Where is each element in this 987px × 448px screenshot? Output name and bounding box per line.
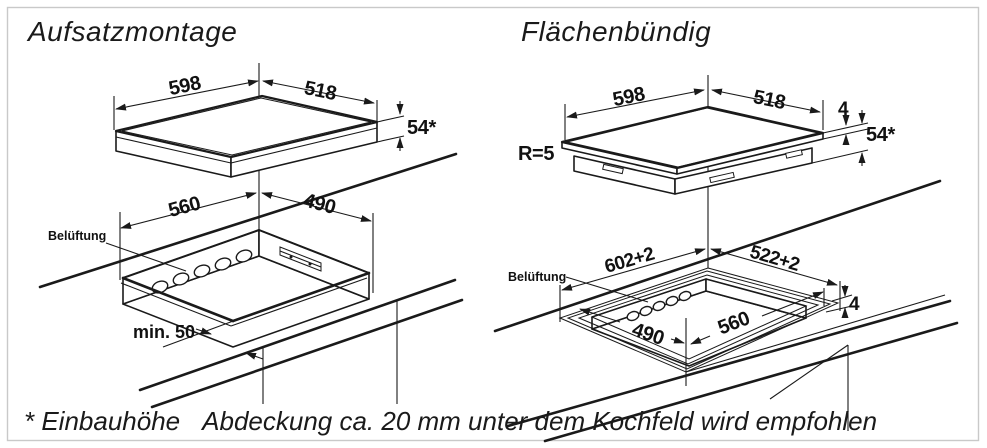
- inner-depth-dimline: [579, 308, 621, 323]
- vent-holes: [626, 290, 692, 322]
- page-border: [6, 6, 980, 442]
- footnote-text: Abdeckung ca. 20 mm unter dem Kochfeld w…: [202, 406, 878, 436]
- right-section-title: Flächenbündig: [521, 16, 712, 47]
- right-hob-height-label: 54*: [866, 124, 895, 146]
- left-hob-depth-label: 518: [302, 77, 338, 105]
- mounting-bracket-lip: [279, 250, 322, 268]
- left-hob-width-dimline: [115, 79, 259, 111]
- side-vent-slot: [785, 149, 803, 159]
- left-cutout-front-rim: [231, 271, 371, 323]
- left-hob-depth-dimline: [262, 79, 375, 105]
- right-hob-diagram: 598 518 R=5 4 54*: [518, 75, 896, 268]
- left-cutout-diagram: 560 490 Belüftung min. 50: [38, 152, 464, 409]
- extension-line: [831, 294, 853, 302]
- bracket-screw-hole: [289, 255, 293, 259]
- left-vent-label: Belüftung: [48, 229, 106, 243]
- right-cabinet-top-edge: [769, 344, 849, 400]
- left-hob-diagram: 598 518 54*: [113, 63, 437, 230]
- extension-line: [822, 122, 869, 134]
- left-hob-glass-edge: [230, 127, 378, 164]
- vent-hole: [214, 257, 232, 271]
- right-hob-width-dimline: [566, 88, 705, 119]
- right-hob-depth-label: 518: [751, 86, 787, 114]
- right-cutout-outer-depth-label: 522+2: [747, 242, 801, 276]
- left-hob-height-label: 54*: [407, 117, 436, 139]
- vent-hole: [626, 310, 640, 322]
- extension-line: [376, 115, 405, 123]
- left-cutout-back-rim: [258, 229, 370, 274]
- bracket-screw-hole: [308, 262, 312, 266]
- footnote-marker: * Einbauhöhe: [24, 406, 181, 436]
- glass-thickness-label: 4: [838, 99, 849, 120]
- vent-hole: [193, 264, 211, 278]
- right-cutout-diagram: 602+2 522+2 4 490 560 Belüftung: [493, 179, 959, 443]
- side-vent-slot: [602, 163, 624, 175]
- right-cutout-step-inner-rim: [577, 274, 820, 365]
- right-worktop-front-top-edge: [506, 299, 952, 428]
- right-vent-label: Belüftung: [508, 270, 566, 284]
- right-cutout-outer-width-label: 602+2: [602, 244, 656, 278]
- left-cutout-width-label: 560: [166, 192, 203, 222]
- right-hob-top-inner-line: [566, 107, 819, 168]
- left-worktop-front-bottom-edge: [150, 298, 464, 409]
- vent-holes: [151, 249, 253, 294]
- inner-width-dimline: [761, 291, 824, 317]
- min50-arrow: [195, 327, 212, 335]
- min50-extension-line: [162, 319, 237, 348]
- inner-width-dimline: [690, 335, 711, 345]
- right-vent-leader-line: [565, 276, 649, 303]
- right-hob-depth-dimline: [711, 88, 821, 114]
- left-cutout-chamfer: [120, 282, 232, 327]
- left-cutout-front-rim: [121, 276, 235, 323]
- left-cutout-back-rim: [122, 229, 260, 279]
- side-vent-slot: [709, 171, 735, 184]
- vent-hole: [235, 249, 253, 263]
- left-worktop-front-top-edge: [138, 278, 457, 392]
- left-cutout-depth-dimline: [261, 192, 372, 222]
- right-cutout-step-rim: [566, 270, 832, 370]
- vent-hole: [172, 272, 190, 286]
- mounting-bracket: [279, 246, 322, 272]
- vent-hole: [665, 295, 679, 307]
- right-worktop-front-bottom-edge: [543, 321, 959, 443]
- left-section-title: Aufsatzmontage: [28, 16, 238, 47]
- vent-hole: [652, 300, 666, 312]
- left-vent-leader-line: [105, 242, 187, 272]
- left-cutout-width-dimline: [120, 192, 257, 229]
- vent-hole: [678, 290, 692, 302]
- min50-arrow: [245, 352, 264, 360]
- right-cutout-outer-depth-dimline: [710, 248, 838, 286]
- left-cutout-chamfer: [230, 277, 368, 327]
- right-hob-width-label: 598: [611, 83, 647, 111]
- left-hob-width-label: 598: [167, 72, 203, 100]
- rebate-depth-label: 4: [849, 294, 860, 315]
- right-cutout-inner-rim: [590, 278, 808, 360]
- extension-line: [811, 149, 869, 164]
- corner-radius-label: R=5: [518, 143, 554, 165]
- vent-hole: [639, 305, 653, 317]
- right-worktop-chamfer-line: [685, 294, 946, 373]
- inner-depth-dimline: [670, 336, 685, 344]
- footnote: * Einbauhöhe Abdeckung ca. 20 mm unter de…: [24, 406, 877, 437]
- min50-label: min. 50: [133, 322, 195, 342]
- left-hob-glass-edge: [115, 136, 232, 164]
